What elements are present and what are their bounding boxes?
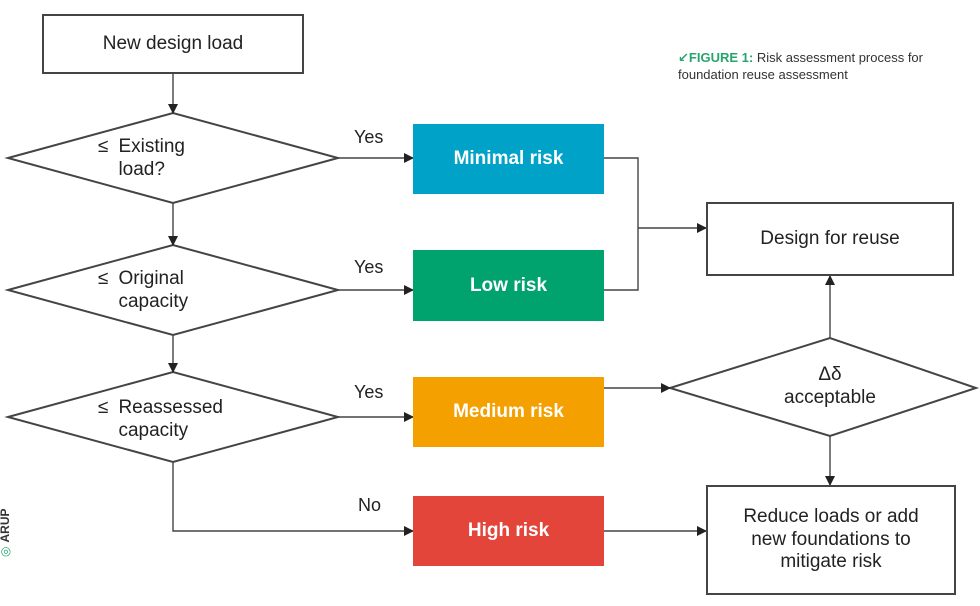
caption-figure-number: FIGURE 1:	[688, 50, 754, 65]
decision-delta-shape	[666, 336, 980, 438]
caption-text: Risk assessment process for foundation r…	[678, 50, 923, 82]
decision-symbol: ≤	[98, 268, 109, 289]
minimal-risk-label: Minimal risk	[453, 148, 564, 169]
decision-delta-symbol: Δδ	[818, 364, 842, 385]
connector-low-merge	[604, 228, 639, 291]
edge-label-yes: Yes	[354, 127, 384, 147]
reduce-loads-label: Reduce loads or add new foundations to m…	[743, 505, 919, 573]
figure-caption: ↙FIGURE 1: Risk assessment process for f…	[678, 50, 938, 84]
decision-existing-load-label: Existing load?	[118, 136, 185, 180]
decision-delta: Δδ acceptable	[760, 364, 900, 410]
edge-label-no: No	[358, 495, 382, 515]
image-credit: ◎ ARUP	[0, 509, 12, 558]
credit-text: ARUP	[0, 508, 12, 543]
start-node-label: New design load	[102, 32, 244, 54]
decision-symbol: ≤	[98, 397, 109, 418]
decision-reassessed-capacity: ≤ Reassessed capacity	[98, 397, 223, 443]
arup-logo-icon: ◎	[0, 547, 12, 557]
start-node: New design load	[42, 14, 304, 74]
reduce-loads-node: Reduce loads or add new foundations to m…	[706, 485, 956, 595]
design-for-reuse-label: Design for reuse	[760, 227, 900, 249]
connector-q3-no	[172, 462, 414, 536]
low-risk-label: Low risk	[469, 274, 548, 296]
medium-risk-box: Medium risk	[413, 377, 604, 447]
decision-delta-label: acceptable	[784, 386, 876, 408]
medium-risk-label: Medium risk	[453, 401, 564, 422]
design-for-reuse-node: Design for reuse	[706, 202, 954, 276]
decision-symbol: ≤	[98, 136, 109, 157]
decision-original-capacity-label: Original capacity	[118, 268, 189, 312]
low-risk-box: Low risk	[413, 250, 604, 321]
connector-minimal-merge	[604, 157, 639, 228]
edge-label-yes: Yes	[354, 257, 384, 277]
edge-label-yes: Yes	[354, 382, 384, 402]
minimal-risk-box: Minimal risk	[413, 124, 604, 194]
high-risk-box: High risk	[413, 496, 604, 566]
caption-marker-icon: ↙	[678, 50, 689, 65]
high-risk-label: High risk	[467, 520, 550, 541]
decision-original-capacity: ≤ Original capacity	[98, 268, 188, 314]
decision-reassessed-capacity-label: Reassessed capacity	[118, 397, 223, 441]
decision-existing-load: ≤ Existing load?	[98, 136, 185, 182]
